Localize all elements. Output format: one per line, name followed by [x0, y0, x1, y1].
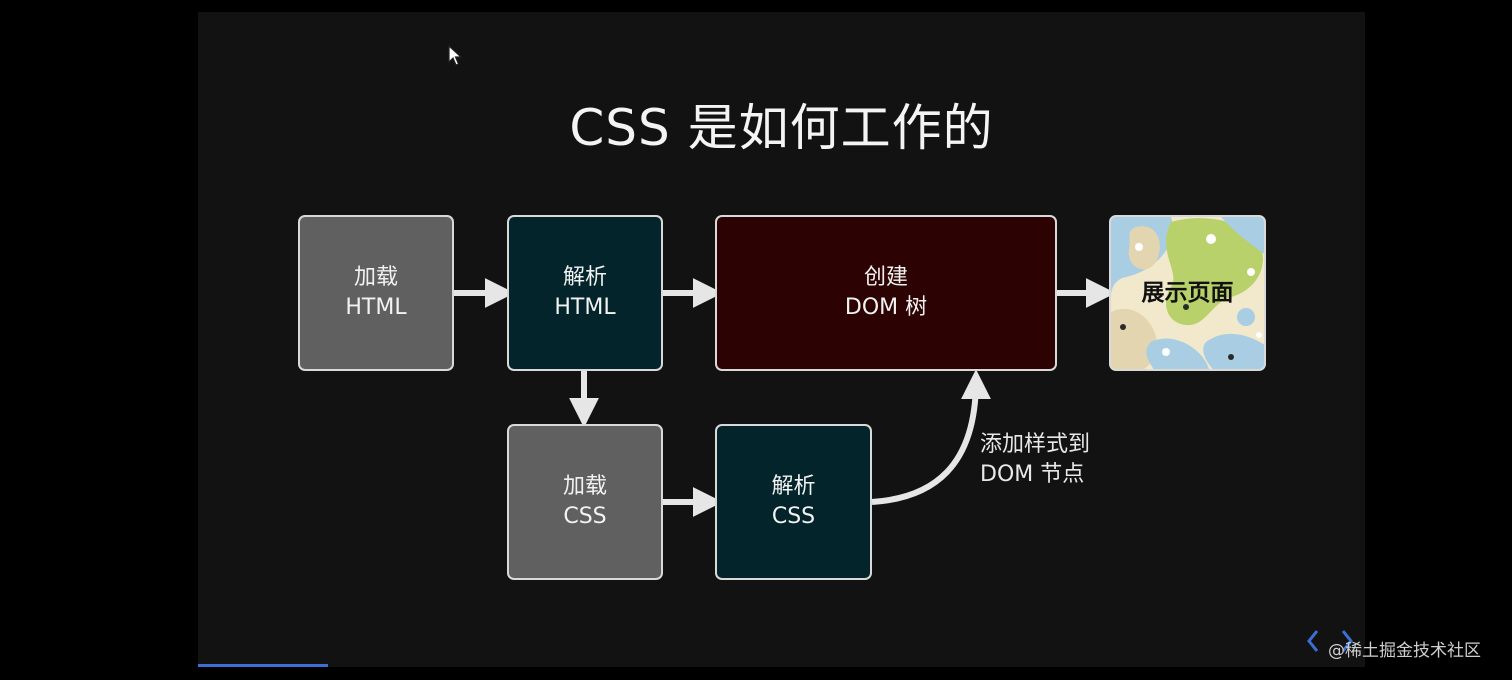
next-slide-button[interactable]: [1336, 626, 1358, 656]
slide-progress-bar: [198, 664, 328, 667]
load-css-label-1: 加载: [562, 474, 607, 499]
create-dom-box: 创建 DOM 树: [715, 215, 1057, 371]
parse-css-label-2: CSS: [771, 504, 816, 529]
display-page-box: 展示页面: [1109, 215, 1266, 371]
chevron-left-icon: [1307, 630, 1319, 652]
create-dom-label-2: DOM 树: [844, 295, 928, 320]
parse-html-label-1: 解析: [562, 265, 607, 290]
arrow-parse-css-to-dom: [871, 369, 991, 505]
parse-html-box: 解析 HTML: [507, 215, 663, 371]
load-html-label-2: HTML: [345, 295, 407, 320]
create-dom-label-1: 创建: [863, 265, 908, 290]
load-css-box: 加载 CSS: [507, 424, 663, 580]
load-html-box: 加载 HTML: [298, 215, 454, 371]
parse-html-label-2: HTML: [554, 295, 616, 320]
slide-title: CSS 是如何工作的: [569, 99, 994, 157]
load-css-label-2: CSS: [563, 504, 607, 529]
prev-slide-button[interactable]: [1302, 626, 1324, 656]
apply-styles-label-2: DOM 节点: [980, 462, 1085, 487]
presentation-slide: CSS 是如何工作的 加载 HTML 解析 HTML 创建: [198, 12, 1365, 667]
watermark: @稀土掘金技术社区: [1328, 641, 1481, 661]
apply-styles-label: 添加样式到 DOM 节点: [980, 430, 1090, 490]
parse-css-label-1: 解析: [771, 474, 816, 499]
mouse-pointer-icon: [448, 45, 463, 66]
load-html-label-1: 加载: [353, 265, 398, 290]
apply-styles-label-1: 添加样式到: [980, 432, 1091, 457]
chevron-right-icon: [1341, 630, 1353, 652]
rendered-page-pattern: [1111, 217, 1264, 369]
parse-css-box: 解析 CSS: [715, 424, 872, 580]
display-page-label: 展示页面: [1141, 280, 1234, 306]
